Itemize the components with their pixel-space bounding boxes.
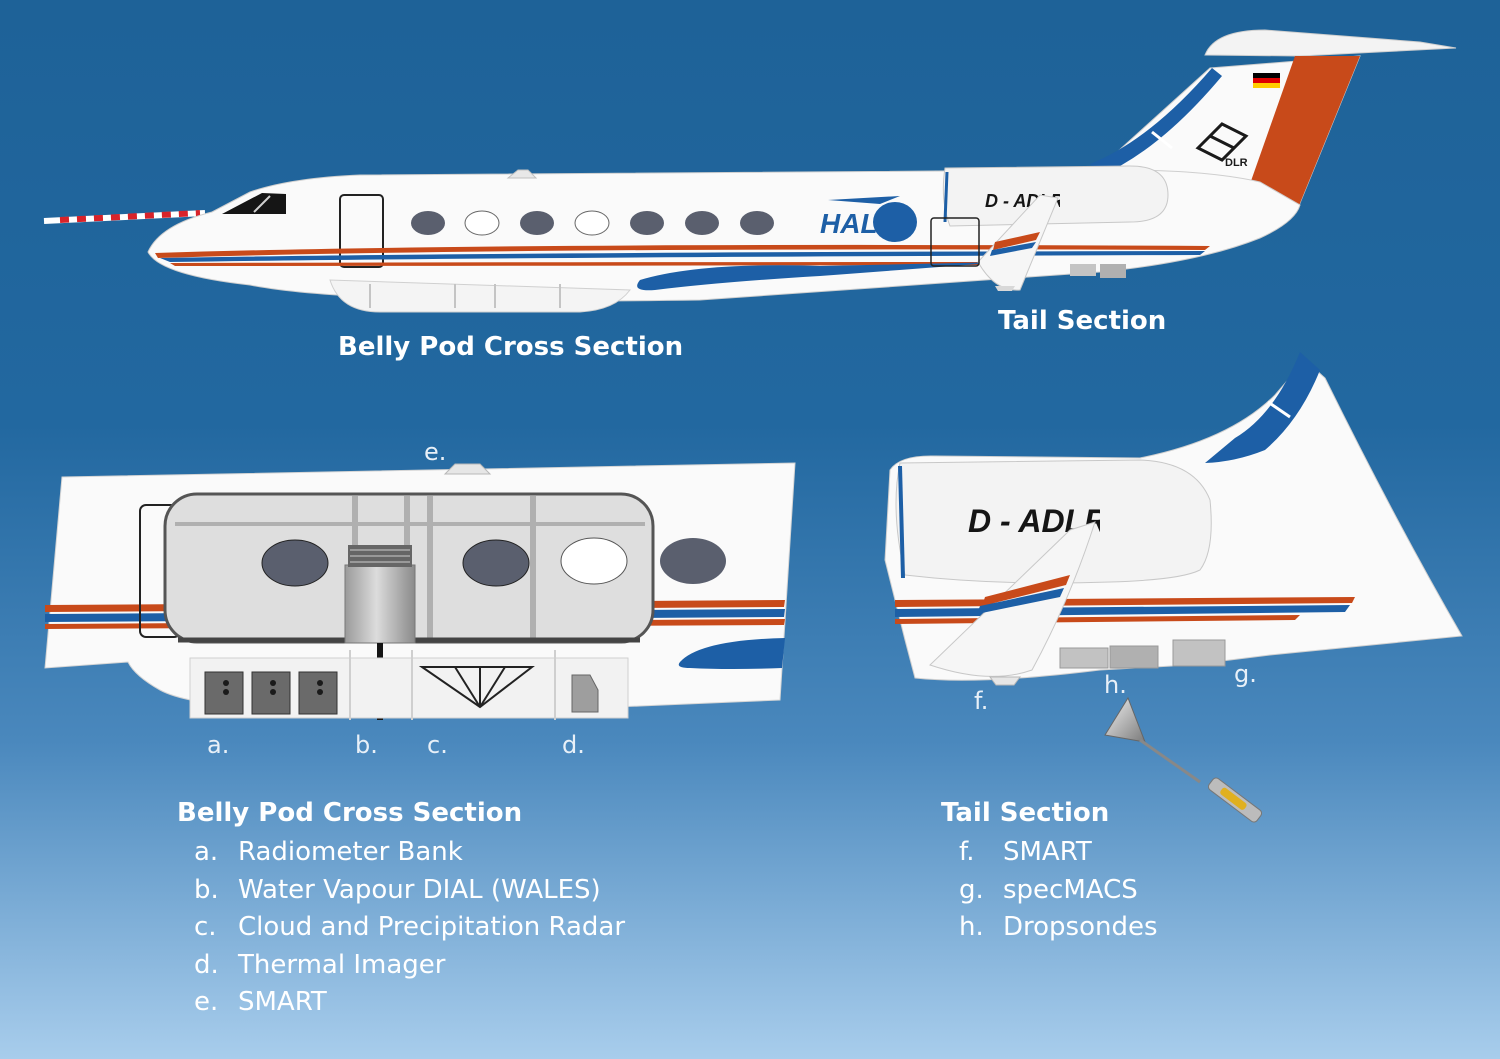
marker-h: h. [1104, 671, 1127, 699]
legend-item-h: h.Dropsondes [959, 909, 1158, 947]
smart-top-dome [445, 464, 490, 474]
legend-item-a: a.Radiometer Bank [194, 834, 625, 872]
legend-tail: Tail Section f.SMART g.specMACS h.Dropso… [941, 798, 1158, 947]
german-flag-icon [1253, 73, 1280, 88]
legend-tail-title: Tail Section [941, 798, 1158, 828]
marker-b: b. [355, 731, 378, 759]
legend-belly: Belly Pod Cross Section a.Radiometer Ban… [177, 798, 625, 1022]
tail-section: D - ADLR [885, 352, 1462, 824]
dlr-text: DLR [1225, 157, 1248, 169]
nose-boom [44, 213, 205, 221]
wales-instrument [345, 565, 415, 643]
marker-e: e. [424, 438, 446, 466]
marker-a: a. [207, 731, 229, 759]
legend-belly-title: Belly Pod Cross Section [177, 798, 625, 828]
marker-g: g. [1234, 660, 1257, 688]
legend-item-d: d.Thermal Imager [194, 947, 625, 985]
legend-item-e: e.SMART [194, 984, 625, 1022]
legend-item-b: b.Water Vapour DIAL (WALES) [194, 872, 625, 910]
legend-item-g: g.specMACS [959, 872, 1158, 910]
smart-tail-dome [990, 677, 1020, 685]
belly-section-title: Belly Pod Cross Section [338, 332, 683, 362]
marker-f: f. [974, 687, 988, 715]
tail-section-title: Tail Section [998, 306, 1166, 336]
marker-c: c. [427, 731, 448, 759]
marker-d: d. [562, 731, 585, 759]
legend-item-c: c.Cloud and Precipitation Radar [194, 909, 625, 947]
full-aircraft: DLR [44, 30, 1456, 312]
belly-pod-section [45, 463, 795, 720]
halo-text: HAL [820, 208, 878, 239]
legend-item-f: f.SMART [959, 834, 1158, 872]
radiometer-bank [205, 672, 337, 714]
